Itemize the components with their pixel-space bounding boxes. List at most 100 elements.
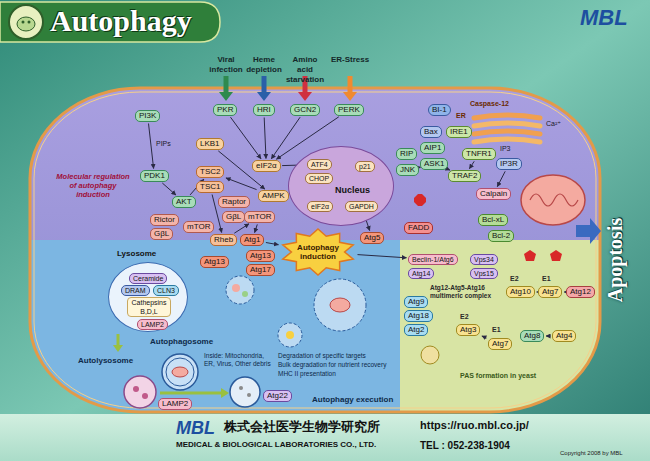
stimulus-arrowhead	[298, 92, 312, 101]
node-text: BI-1	[432, 105, 447, 115]
enzyme-dot	[142, 393, 148, 399]
title-icon-cell	[17, 17, 35, 31]
text-label: Autophagosome	[150, 337, 213, 347]
protein-box: LAMP2	[158, 398, 192, 410]
text-label: IP3	[500, 145, 511, 153]
node-text: Raptor	[222, 197, 246, 207]
node-text: HRI	[257, 105, 271, 115]
protein-box: ATF4	[307, 159, 332, 170]
protein-box: Atg10	[506, 286, 535, 298]
node-text: CLN3	[157, 286, 175, 295]
text-label: PAS formation in yeast	[460, 372, 536, 380]
protein-box: Rheb	[210, 234, 237, 246]
node-text: GCN2	[294, 105, 316, 115]
protein-box: Atg7	[538, 286, 562, 298]
protein-box: DRAM	[121, 285, 150, 296]
protein-box: AMPK	[258, 190, 289, 202]
protein-box: Atg8	[520, 330, 544, 342]
node-text: Atg13	[204, 257, 225, 267]
title-icon-dot	[22, 21, 25, 24]
cargo-mitochondrion	[330, 298, 350, 312]
node-text: Atg10	[510, 287, 531, 297]
protein-box: Atg5	[360, 232, 384, 244]
stimulus-arrow	[348, 76, 353, 93]
text-label: Molecular regulation of autophagy induct…	[56, 172, 130, 199]
text-label: Inside: Mitochondria, ER, Virus, Other d…	[204, 352, 274, 368]
mitochondrion	[521, 175, 585, 225]
connector	[255, 224, 258, 232]
node-text: Ceramide	[133, 274, 163, 283]
protein-box: Atg1	[240, 234, 264, 246]
stimulus-arrowhead	[257, 92, 271, 101]
connector	[266, 243, 279, 245]
node-text: Atg22	[267, 391, 288, 401]
autophagosome-inner-membrane	[166, 358, 194, 386]
protein-box: GβL	[150, 228, 173, 240]
connector	[358, 255, 407, 258]
text-label: Atg12-Atg5-Atg16 multimeric complex	[430, 284, 500, 300]
cell-membrane	[30, 88, 600, 412]
node-text: Atg8	[524, 331, 540, 341]
title-banner	[0, 2, 220, 42]
text-label: Ca²⁺	[546, 120, 561, 128]
protein-box: Atg12	[566, 286, 595, 298]
enzyme-dot	[133, 386, 139, 392]
node-text: AKT	[176, 197, 192, 207]
cargo-dot	[286, 331, 294, 339]
text-label: Autophagy execution	[312, 395, 393, 405]
er-membrane	[474, 123, 540, 126]
protein-box: IRE1	[446, 126, 472, 138]
flow-arrowhead	[221, 388, 229, 398]
footer-band	[0, 414, 650, 461]
protein-box: p21	[355, 161, 375, 172]
text-label: Caspase-12	[470, 100, 509, 108]
node-text: TNFR1	[466, 149, 492, 159]
text-label: Viral infection	[206, 55, 246, 75]
node-text: TSC1	[200, 182, 220, 192]
fragment-dot	[247, 393, 251, 397]
node-text: TRAF2	[452, 171, 477, 181]
protein-box: mTOR	[183, 221, 214, 233]
node-text: Atg3	[460, 325, 476, 335]
text-label: Copyright 2008 by MBL	[560, 450, 623, 457]
protein-box: Atg3	[456, 324, 480, 336]
node-text: Rheb	[214, 235, 233, 245]
text-label: PIPs	[156, 140, 171, 148]
protein-box: Atg17	[246, 264, 275, 276]
cargo-dot	[242, 291, 248, 297]
cell-membrane-inner	[34, 92, 596, 408]
stimulus-arrowhead	[219, 92, 233, 101]
node-text: GAPDH	[349, 202, 374, 211]
connector	[162, 183, 176, 195]
stimulus-arrow	[262, 76, 267, 93]
protein-box: Atg7	[488, 338, 512, 350]
protein-box: Bax	[420, 126, 442, 138]
node-text: Atg9	[408, 297, 424, 307]
phagophore	[226, 276, 254, 304]
er-membrane	[474, 115, 540, 118]
signal-pentagon	[550, 250, 562, 261]
text-label: E2	[510, 275, 519, 283]
node-text: RIP	[400, 149, 413, 159]
protein-box: AIP1	[420, 142, 445, 154]
node-text: IP3R	[500, 159, 518, 169]
protein-box: Atg4	[552, 330, 576, 342]
text-label: ER	[456, 112, 466, 120]
protein-box: PDK1	[140, 170, 169, 182]
protein-box: Atg14	[408, 268, 434, 279]
connector	[264, 118, 266, 159]
node-text: Autophagy induction	[280, 228, 356, 276]
phagophore	[314, 279, 366, 331]
connector	[231, 117, 262, 159]
node-text: Rictor	[154, 215, 175, 225]
node-text: Vps15	[474, 269, 494, 278]
protein-box: FADD	[404, 222, 433, 234]
protein-box: CLN3	[153, 285, 179, 296]
node-text: Beclin-1/Atg6	[412, 255, 454, 264]
connector	[226, 178, 257, 190]
text-label: Amino acid starvation	[284, 55, 326, 85]
protein-box: eIF2α	[252, 160, 281, 172]
connector	[469, 161, 474, 168]
